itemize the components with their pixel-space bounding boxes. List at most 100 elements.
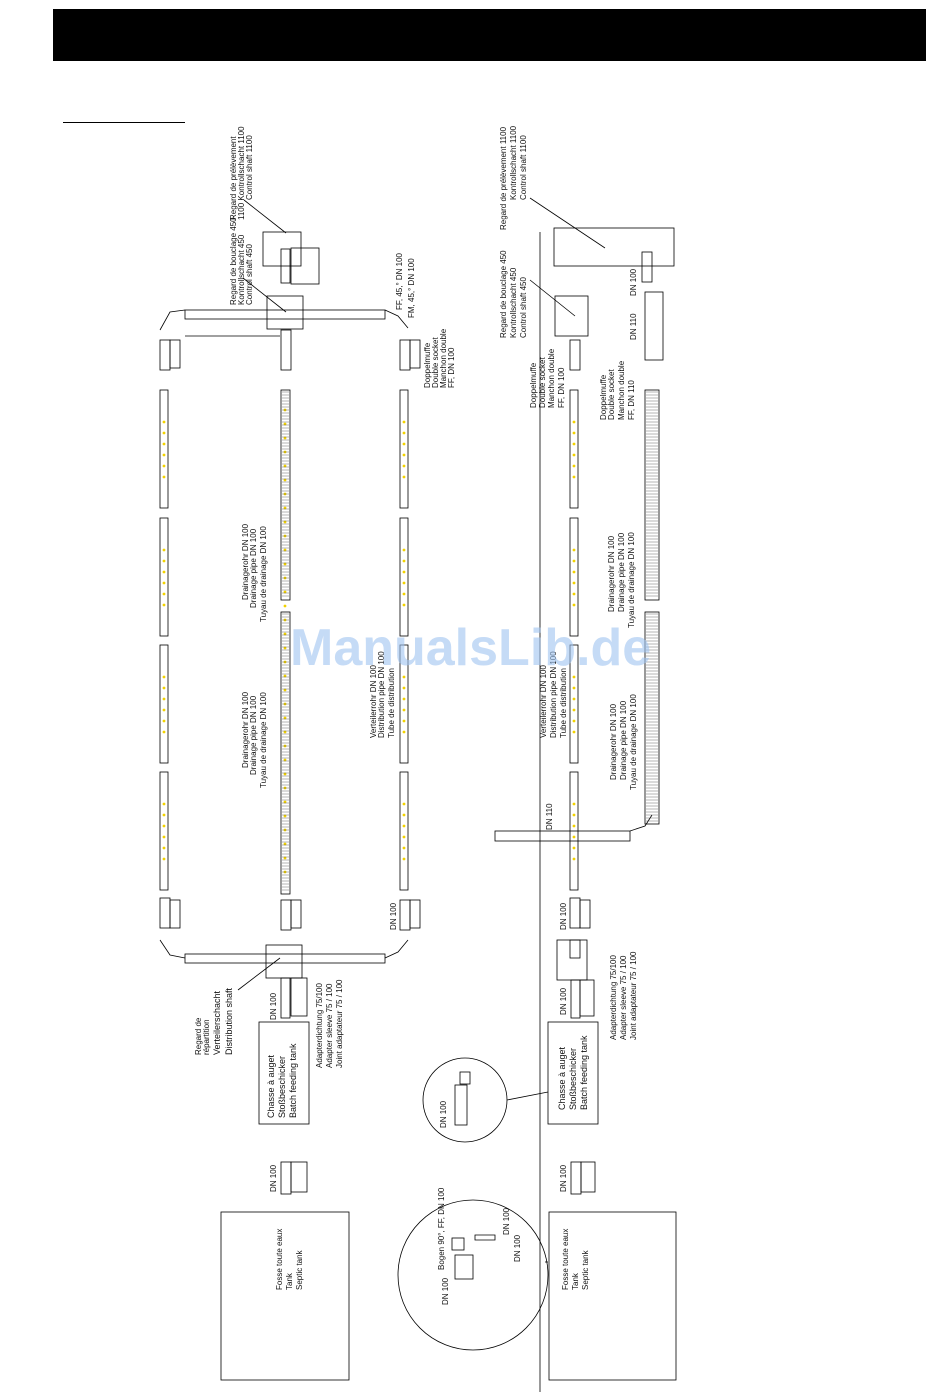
marker-dot bbox=[402, 719, 406, 723]
left-septic-tank bbox=[220, 1211, 350, 1381]
left-dn100-b: DN 100 bbox=[269, 992, 278, 1020]
marker-dot bbox=[572, 835, 576, 839]
left-double-socket-label-2: Double socket bbox=[431, 337, 440, 388]
marker-dot bbox=[283, 478, 287, 482]
marker-dot bbox=[402, 559, 406, 563]
left-drain-upper-label-1: Drainagerohr DN 100 bbox=[241, 523, 250, 600]
marker-dot bbox=[572, 431, 576, 435]
left-distribution-shaft-label-1: Regard de bbox=[194, 1017, 203, 1055]
marker-dot bbox=[402, 697, 406, 701]
section-underline bbox=[63, 122, 185, 123]
left-control-shaft-1100 bbox=[262, 231, 302, 267]
marker-dot bbox=[283, 604, 287, 608]
detail-lower-dn100-b: DN 100 bbox=[502, 1207, 511, 1235]
marker-dot bbox=[402, 846, 406, 850]
marker-dot bbox=[283, 674, 287, 678]
right-dn100-a: DN 100 bbox=[559, 902, 568, 930]
marker-dot bbox=[402, 835, 406, 839]
marker-dot bbox=[572, 475, 576, 479]
marker-dot bbox=[402, 675, 406, 679]
marker-dot bbox=[402, 548, 406, 552]
left-control-shaft-450 bbox=[266, 295, 304, 330]
marker-dot bbox=[402, 730, 406, 734]
marker-dot bbox=[283, 814, 287, 818]
right-control-shaft-450-label-2: Kontrollschacht 450 bbox=[509, 267, 518, 338]
left-control-shaft-1100-label-1: Regard de prélèvement bbox=[229, 136, 238, 220]
marker-dot bbox=[162, 824, 166, 828]
marker-dot bbox=[283, 590, 287, 594]
left-distribution-label-2: Distribution pipe DN 100 bbox=[377, 651, 386, 738]
left-control-shaft-450-label-1: Regard de bouclage 450 bbox=[229, 217, 238, 305]
marker-dot bbox=[572, 719, 576, 723]
left-distribution-shaft-label-3: Verteilerschacht bbox=[212, 990, 222, 1055]
left-distribution-shaft-label-4: Distribution shaft bbox=[224, 987, 234, 1055]
right-distribution-label-1: Verteilerrohr DN 100 bbox=[539, 665, 548, 738]
marker-dot bbox=[402, 824, 406, 828]
left-adapter-label-2: Adapter sleeve 75 / 100 bbox=[325, 983, 334, 1068]
marker-dot bbox=[572, 442, 576, 446]
right-control-shaft-1100-label-1: Regard de prélèvement 1100 bbox=[499, 126, 508, 230]
right-control-shaft-1100-label-3: Control shaft 1100 bbox=[519, 135, 528, 200]
marker-dot bbox=[572, 686, 576, 690]
marker-dot bbox=[402, 592, 406, 596]
marker-dot bbox=[162, 802, 166, 806]
right-double-socket-b-label-1: Doppelmuffe bbox=[599, 374, 608, 420]
right-batch-tank-label-1: Chasse à auget bbox=[557, 1046, 567, 1110]
left-control-shaft-1100-label-2: 1100 Kontrollschacht 1100 bbox=[237, 126, 246, 220]
marker-dot bbox=[283, 800, 287, 804]
right-batch-tank-label-2: Stoßbeschicker bbox=[568, 1048, 578, 1110]
right-septic-tank-label-2: Tank bbox=[571, 1272, 580, 1290]
detail-lower-dn100-a: DN 100 bbox=[441, 1277, 450, 1305]
marker-dot bbox=[572, 570, 576, 574]
left-control-shaft-1100-label-3: Control shaft 1100 bbox=[245, 135, 254, 200]
marker-dot bbox=[283, 772, 287, 776]
left-ff45-label-1: FF, 45,° DN 100 bbox=[395, 252, 404, 310]
right-double-socket-a-label-2: Double socket bbox=[538, 357, 547, 408]
left-batch-feeding-tank bbox=[258, 1021, 310, 1125]
right-control-shaft-1100-label-2: Kontrollschacht 1100 bbox=[509, 125, 518, 200]
right-drain-upper-label-3: Tuyau de drainage DN 100 bbox=[627, 532, 636, 628]
header-bar bbox=[53, 9, 926, 61]
left-dn100-c: DN 100 bbox=[269, 1164, 278, 1192]
marker-dot bbox=[162, 813, 166, 817]
left-dn100-a: DN 100 bbox=[389, 902, 398, 930]
marker-dot bbox=[572, 548, 576, 552]
marker-dot bbox=[572, 730, 576, 734]
left-double-socket-label-3: Manchon double bbox=[439, 328, 448, 388]
marker-dot bbox=[402, 431, 406, 435]
left-distribution-label-1: Verteilerrohr DN 100 bbox=[369, 665, 378, 738]
right-dn100-c: DN 100 bbox=[559, 1164, 568, 1192]
marker-dot bbox=[283, 520, 287, 524]
right-drain-lower-label-3: Tuyau de drainage DN 100 bbox=[629, 694, 638, 790]
marker-dot bbox=[162, 603, 166, 607]
right-distribution-label-2: Distribution pipe DN 100 bbox=[549, 651, 558, 738]
marker-dot bbox=[162, 464, 166, 468]
marker-dot bbox=[162, 719, 166, 723]
left-adapter-label-3: Joint adaptateur 75 / 100 bbox=[335, 979, 344, 1068]
left-control-shaft-450-label-2: Kontrollschacht 450 bbox=[237, 234, 246, 305]
marker-dot bbox=[162, 420, 166, 424]
marker-dot bbox=[572, 697, 576, 701]
marker-dot bbox=[572, 603, 576, 607]
marker-dot bbox=[162, 475, 166, 479]
marker-dot bbox=[162, 581, 166, 585]
yellow-markers bbox=[162, 408, 576, 874]
left-double-socket-label-4: FF, DN 100 bbox=[447, 347, 456, 388]
right-double-socket-b-label-2: Double socket bbox=[607, 369, 616, 420]
marker-dot bbox=[283, 842, 287, 846]
left-drain-upper-label-3: Tuyau de drainage DN 100 bbox=[259, 526, 268, 622]
marker-dot bbox=[283, 688, 287, 692]
marker-dot bbox=[572, 857, 576, 861]
left-distribution-shaft-label-2: répartition bbox=[202, 1019, 211, 1055]
detail-circle-upper bbox=[422, 1057, 508, 1143]
marker-dot bbox=[402, 453, 406, 457]
marker-dot bbox=[572, 846, 576, 850]
marker-dot bbox=[402, 570, 406, 574]
marker-dot bbox=[572, 559, 576, 563]
marker-dot bbox=[572, 824, 576, 828]
marker-dot bbox=[402, 475, 406, 479]
left-septic-tank-label-2: Tank bbox=[285, 1272, 294, 1290]
detail-lower-dn100-c: DN 100 bbox=[513, 1234, 522, 1262]
marker-dot bbox=[283, 856, 287, 860]
marker-dot bbox=[162, 442, 166, 446]
